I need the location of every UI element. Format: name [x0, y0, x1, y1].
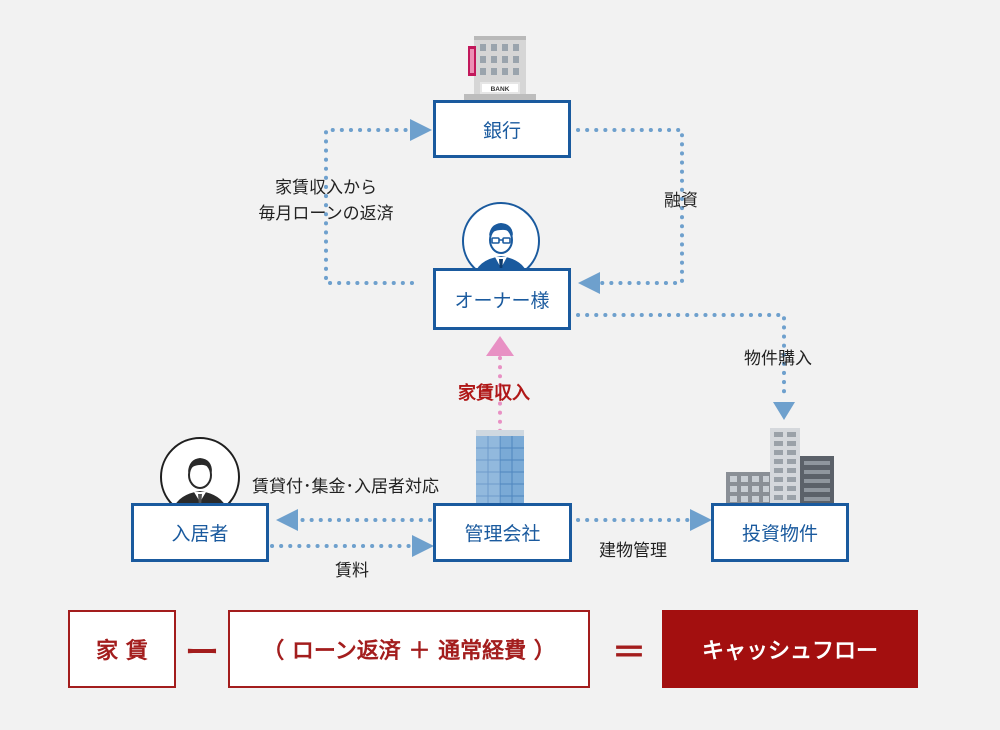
rental-income-label: 家賃収入 [458, 383, 530, 404]
owner-node: オーナー様 [433, 268, 571, 330]
purchase-path [576, 313, 786, 402]
bank-sign: BANK [491, 86, 510, 93]
management-node: 管理会社 [433, 503, 572, 562]
arrowhead-to-property [773, 402, 795, 420]
office-building-icon [476, 430, 524, 504]
formula-equals: ＝ [612, 632, 646, 673]
financing-label: 融資 [664, 191, 698, 211]
repayment-line1: 家賃収入から [275, 178, 377, 198]
formula-expenses: （ ローン返済 ＋ 通常経費 ） [262, 639, 556, 664]
building-management-label: 建物管理 [599, 541, 667, 561]
property-label: 投資物件 [741, 523, 818, 545]
financing-path [576, 128, 684, 285]
formula-rent-box: 家 賃 [68, 610, 176, 688]
repayment-label: 家賃収入から 毎月ローンの返済 [236, 175, 416, 227]
tenant-label: 入居者 [171, 523, 229, 545]
arrowhead-to-management [412, 535, 434, 557]
formula-minus: ー [185, 632, 219, 673]
arrowhead-to-bank [410, 119, 432, 141]
rent-label: 賃料 [335, 561, 369, 581]
formula-result: キャッシュフロー [701, 639, 878, 664]
formula-expenses-box: （ ローン返済 ＋ 通常経費 ） [228, 610, 590, 688]
formula-rent: 家 賃 [96, 639, 148, 664]
owner-label: オーナー様 [454, 289, 550, 312]
management-label: 管理会社 [464, 523, 541, 545]
arrowhead-to-owner [578, 272, 600, 294]
arrowhead-rental-income [486, 336, 514, 356]
businessman-icon [474, 223, 528, 278]
bank-building-icon: BANK [464, 36, 536, 102]
tenant-services-label: 賃貸付･集金･入居者対応 [252, 477, 439, 497]
arrowhead-to-property-bottom [690, 509, 712, 531]
purchase-label: 物件購入 [744, 349, 812, 369]
formula-result-box: キャッシュフロー [662, 610, 918, 688]
repayment-line2: 毎月ローンの返済 [258, 204, 394, 224]
repayment-path [324, 128, 414, 285]
property-buildings-icon [726, 428, 834, 512]
tenant-node: 入居者 [131, 503, 269, 562]
bank-label: 銀行 [482, 119, 521, 142]
arrowhead-to-tenant [276, 509, 298, 531]
bank-node: 銀行 [433, 100, 571, 158]
property-node: 投資物件 [711, 503, 849, 562]
